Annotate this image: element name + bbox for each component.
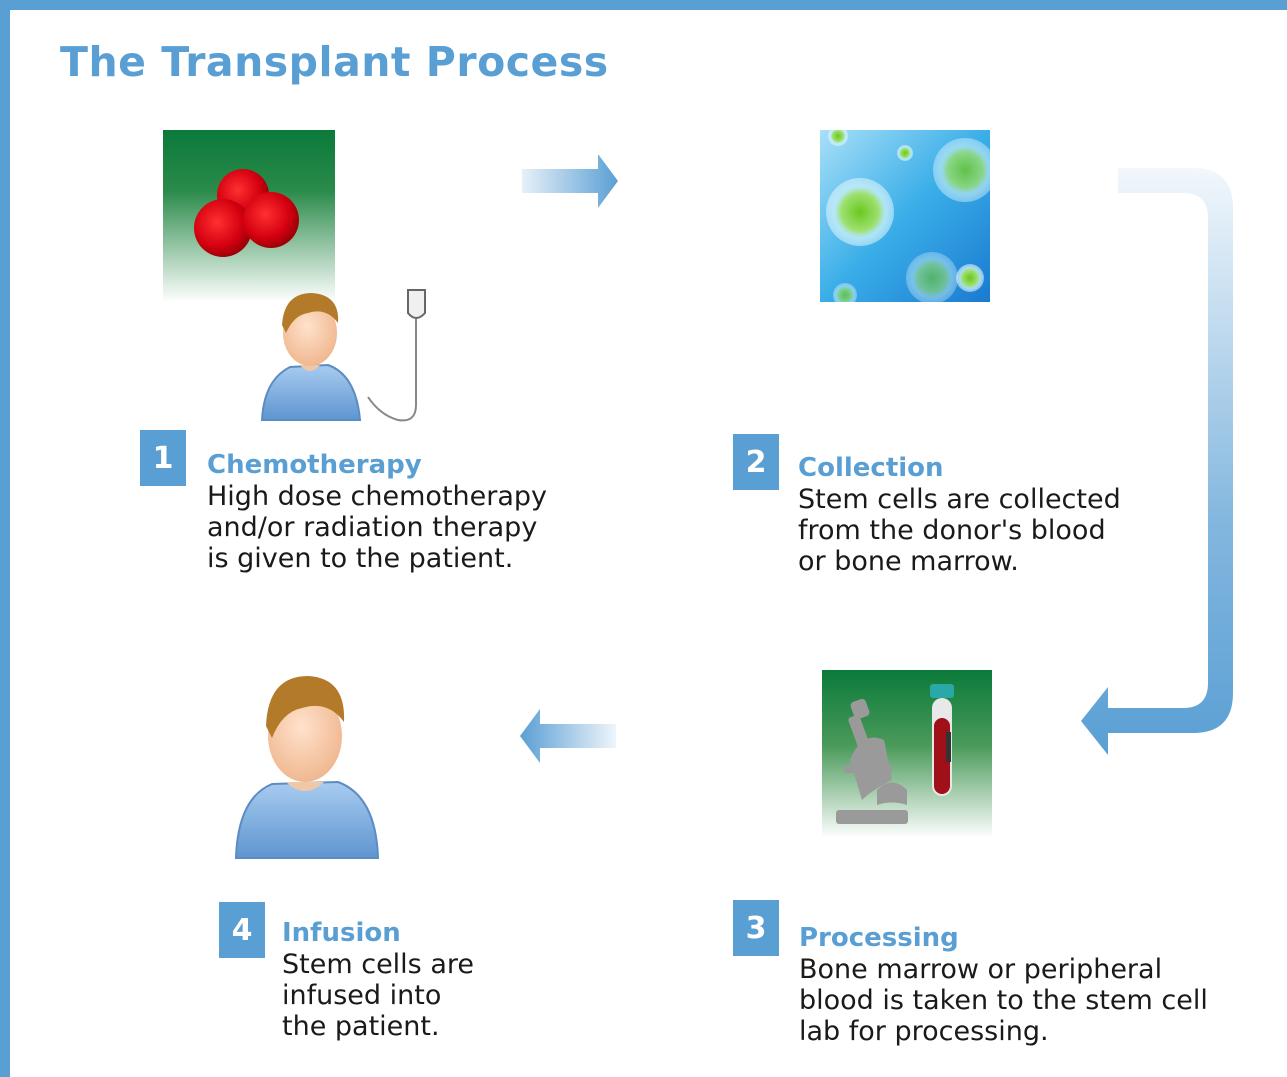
step-4-badge: 4 bbox=[219, 902, 265, 958]
step-4-title: Infusion bbox=[282, 918, 401, 948]
patient-with-iv-illustration bbox=[260, 289, 426, 422]
arrow-left-icon bbox=[520, 709, 616, 763]
page-title: The Transplant Process bbox=[60, 38, 609, 86]
patient-icon bbox=[234, 676, 380, 859]
arrow-down-curve-icon bbox=[1081, 168, 1233, 755]
step-2-title: Collection bbox=[798, 453, 944, 483]
step-3-title: Processing bbox=[799, 923, 959, 953]
step-1-title: Chemotherapy bbox=[207, 450, 422, 480]
step-3-badge: 3 bbox=[733, 900, 779, 956]
blood-tube-icon bbox=[930, 684, 954, 796]
step-4-description: Stem cells are infused into the patient. bbox=[282, 949, 474, 1042]
microscope-icon bbox=[836, 698, 908, 824]
step-3-description: Bone marrow or peripheral blood is taken… bbox=[799, 954, 1208, 1047]
step-1-badge: 1 bbox=[140, 430, 186, 486]
iv-bag-icon bbox=[367, 289, 426, 422]
lab-image bbox=[822, 670, 992, 838]
blood-cells-image bbox=[163, 130, 335, 302]
patient-icon bbox=[260, 293, 362, 421]
step-1-description: High dose chemotherapy and/or radiation … bbox=[207, 481, 548, 574]
step-2-badge: 2 bbox=[733, 434, 779, 490]
stem-cells-image bbox=[820, 130, 990, 302]
step-2-description: Stem cells are collected from the donor'… bbox=[798, 484, 1121, 577]
arrow-right-icon bbox=[522, 154, 618, 208]
